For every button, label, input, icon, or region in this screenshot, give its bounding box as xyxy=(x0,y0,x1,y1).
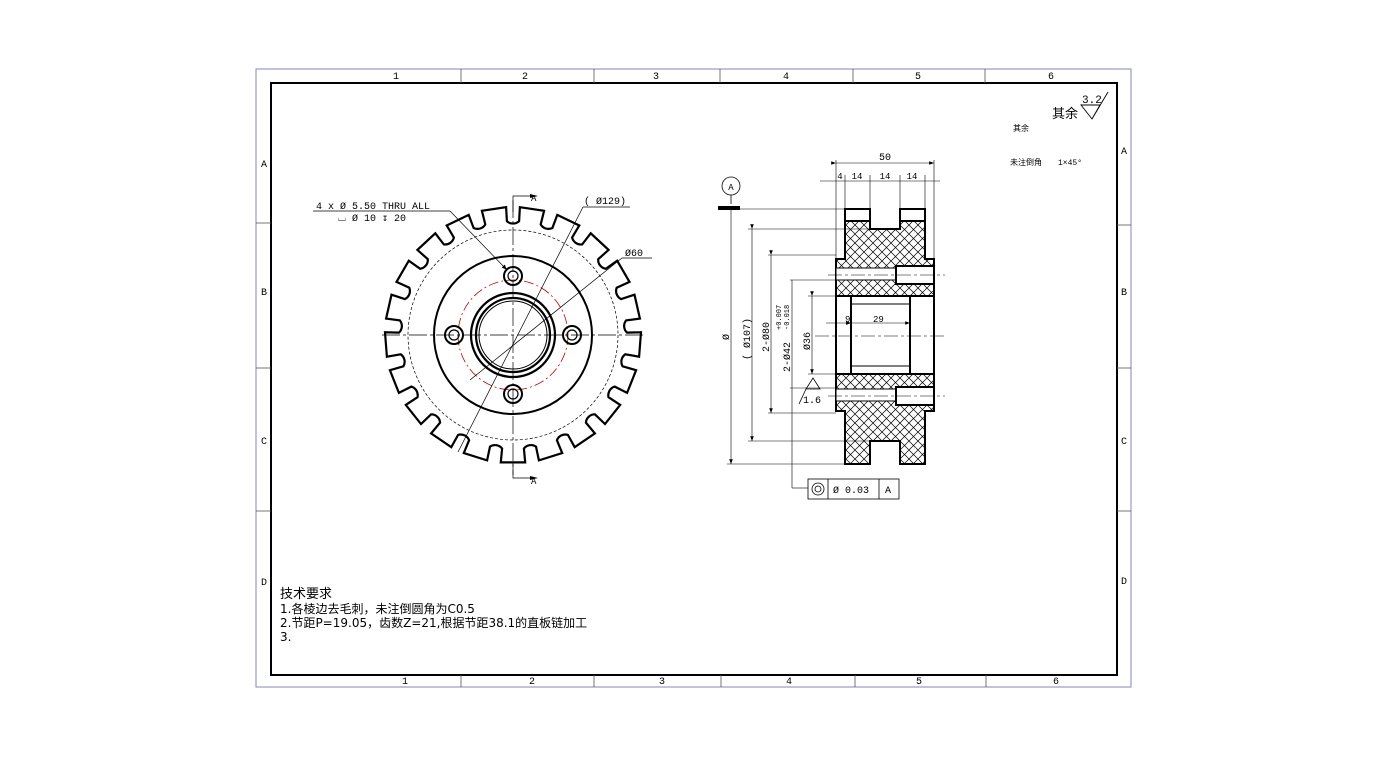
svg-text:4: 4 xyxy=(786,677,792,688)
requirement-item: 3. xyxy=(280,630,292,644)
requirement-item: 2.节距P=19.05，齿数Z=21,根据节距38.1的直板链加工 xyxy=(280,616,588,630)
technical-requirements: 技术要求 1.各棱边去毛刺，未注倒圆角为C0.5 2.节距P=19.05，齿数Z… xyxy=(280,587,588,645)
sprocket-teeth-outline xyxy=(383,205,643,464)
svg-text:3.2: 3.2 xyxy=(1082,95,1102,107)
requirement-item: 1.各棱边去毛刺，未注倒圆角为C0.5 xyxy=(280,602,475,616)
svg-text:A: A xyxy=(1121,147,1127,158)
svg-text:3: 3 xyxy=(659,677,665,688)
svg-text:1.6: 1.6 xyxy=(803,396,821,407)
svg-text:5: 5 xyxy=(915,72,921,83)
svg-text:50: 50 xyxy=(879,153,891,164)
svg-text:D: D xyxy=(261,578,267,589)
svg-text:4: 4 xyxy=(837,172,842,182)
roughness-symbol-icon xyxy=(1080,91,1109,120)
svg-text:14: 14 xyxy=(852,172,863,182)
surface-finish-note: 其余 3.2 其余 未注倒角 1×45° xyxy=(1010,91,1109,168)
zone-labels-left: A B C D xyxy=(261,160,267,589)
svg-text:+0.007: +0.007 xyxy=(776,305,784,330)
svg-text:A: A xyxy=(531,194,537,204)
svg-text:B: B xyxy=(1121,288,1127,299)
zone-labels-top: 1 2 3 4 5 6 xyxy=(393,72,1054,83)
svg-text:4: 4 xyxy=(783,72,789,83)
svg-text:A: A xyxy=(261,160,267,171)
sheet-frame xyxy=(255,68,1132,688)
gdt-feature-control-frame: Ø 0.03 A xyxy=(807,478,900,500)
zone-labels-right: A B C D xyxy=(1121,147,1127,588)
bolt-holes xyxy=(444,266,582,404)
svg-text:14: 14 xyxy=(880,172,891,182)
svg-text:6: 6 xyxy=(1053,677,1059,688)
sprocket-front-view: A A 4 x Ø 5.50 THRU ALL ⌴ Ø 10 ↧ 20 ( Ø1… xyxy=(313,194,652,487)
svg-text:Ø60: Ø60 xyxy=(625,248,643,260)
svg-text:C: C xyxy=(1121,437,1127,448)
svg-text:未注倒角: 未注倒角 xyxy=(1010,157,1042,167)
svg-text:( Ø107): ( Ø107) xyxy=(742,318,754,360)
svg-text:A: A xyxy=(885,486,891,497)
svg-text:3: 3 xyxy=(653,72,659,83)
svg-text:1: 1 xyxy=(393,72,399,83)
svg-text:2: 2 xyxy=(529,677,535,688)
svg-text:2-Ø80: 2-Ø80 xyxy=(761,322,773,352)
svg-text:4 x Ø 5.50 THRU ALL: 4 x Ø 5.50 THRU ALL xyxy=(316,201,430,213)
svg-text:A: A xyxy=(531,477,537,487)
svg-text:Ø 0.03: Ø 0.03 xyxy=(833,485,869,497)
svg-text:-0.018: -0.018 xyxy=(784,305,792,330)
zone-labels-bottom: 1 2 3 4 5 6 xyxy=(402,677,1059,688)
svg-text:B: B xyxy=(261,288,267,299)
svg-text:D: D xyxy=(1121,577,1127,588)
svg-text:其余: 其余 xyxy=(1052,106,1078,122)
svg-text:2-Ø42: 2-Ø42 xyxy=(782,342,794,372)
roughness-symbol-icon xyxy=(798,377,821,405)
svg-text:9: 9 xyxy=(845,315,850,325)
svg-text:14: 14 xyxy=(907,172,918,182)
svg-text:C: C xyxy=(261,437,267,448)
svg-text:29: 29 xyxy=(873,315,884,325)
technical-requirements-title: 技术要求 xyxy=(280,587,333,602)
svg-text:5: 5 xyxy=(916,677,922,688)
svg-text:其余: 其余 xyxy=(1013,123,1029,133)
svg-text:Ø36: Ø36 xyxy=(802,332,814,350)
svg-text:A: A xyxy=(728,183,734,193)
svg-text:6: 6 xyxy=(1048,72,1054,83)
sprocket-section-view: A 50 4 14 14 14 9 29 Ø ( Ø107) 2-Ø80 2-Ø… xyxy=(718,153,945,500)
svg-text:1: 1 xyxy=(402,677,408,688)
svg-text:2: 2 xyxy=(522,72,528,83)
concentricity-icon xyxy=(811,482,825,496)
svg-text:Ø: Ø xyxy=(721,334,733,340)
svg-text:⌴ Ø 10 ↧ 20: ⌴ Ø 10 ↧ 20 xyxy=(338,213,406,225)
svg-text:( Ø129): ( Ø129) xyxy=(584,196,626,208)
svg-text:1×45°: 1×45° xyxy=(1058,159,1082,168)
